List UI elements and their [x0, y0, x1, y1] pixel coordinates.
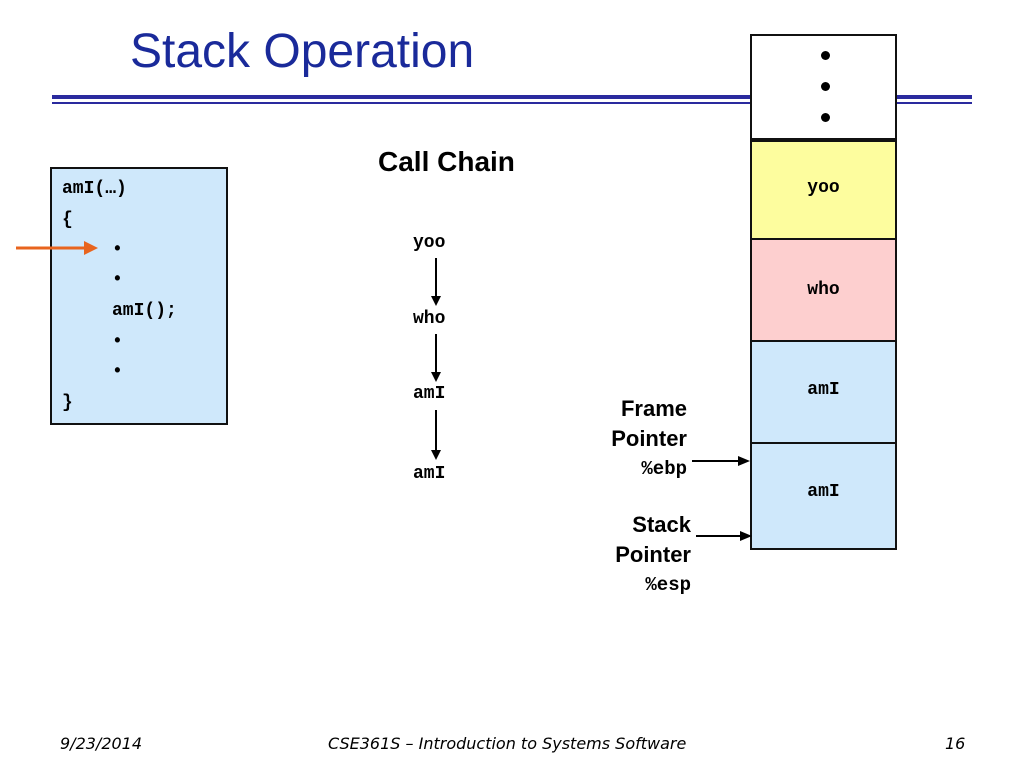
page-number: 16	[945, 734, 966, 753]
down-arrow-icon	[431, 334, 441, 382]
footer-date: 9/23/2014	[60, 734, 143, 753]
frame-pointer-label-line1: Frame	[620, 396, 687, 421]
title-rule-thin	[52, 102, 972, 104]
ellipsis-dot-icon	[821, 82, 830, 91]
frame-pointer-label: Frame Pointer %ebp	[560, 394, 687, 484]
code-line-signature: amI(…)	[62, 179, 127, 199]
ebp-register: %ebp	[641, 458, 687, 480]
code-line-open-brace: {	[62, 210, 73, 230]
call-chain-item-yoo: yoo	[413, 233, 446, 253]
down-arrow-icon	[431, 258, 441, 306]
esp-register: %esp	[645, 574, 691, 596]
stack-frame-yoo: yoo	[750, 138, 897, 242]
call-chain-arrows	[431, 258, 441, 460]
call-chain-item-ami-recursive: amI	[413, 464, 446, 484]
stack-pointer-label: Stack Pointer %esp	[560, 510, 691, 600]
code-line-recursive-call: amI();	[112, 301, 177, 321]
call-chain-item-ami: amI	[413, 384, 446, 404]
code-line-bullet: •	[112, 332, 123, 352]
esp-arrow-icon	[696, 531, 752, 541]
down-arrow-icon	[431, 410, 441, 460]
call-chain-title: Call Chain	[378, 146, 515, 177]
code-box: amI(…) { • • amI(); • • }	[50, 167, 228, 425]
stack-diagram: yoo who amI amI	[750, 34, 897, 550]
code-line-bullet: •	[112, 362, 123, 382]
code-line-close-brace: }	[62, 393, 73, 413]
code-line-bullet: •	[112, 240, 123, 260]
pointer-arrows	[692, 456, 752, 541]
call-chain-item-who: who	[413, 309, 446, 329]
title-rule-thick	[52, 95, 972, 99]
stack-pointer-label-line1: Stack	[632, 512, 691, 537]
ellipsis-dot-icon	[821, 113, 830, 122]
stack-frame-ami: amI	[750, 340, 897, 444]
frame-pointer-label-line2: Pointer	[611, 426, 687, 451]
slide-title: Stack Operation	[130, 25, 475, 78]
stack-frame-ami-current: amI	[750, 442, 897, 550]
ebp-arrow-icon	[692, 456, 750, 466]
stack-ellipsis-box	[750, 34, 897, 138]
code-line-bullet: •	[112, 270, 123, 290]
stack-frame-who: who	[750, 238, 897, 342]
ellipsis-dot-icon	[821, 51, 830, 60]
footer-course: CSE361S – Introduction to Systems Softwa…	[328, 734, 687, 753]
program-counter-arrow-icon	[16, 241, 98, 255]
stack-pointer-label-line2: Pointer	[615, 542, 691, 567]
